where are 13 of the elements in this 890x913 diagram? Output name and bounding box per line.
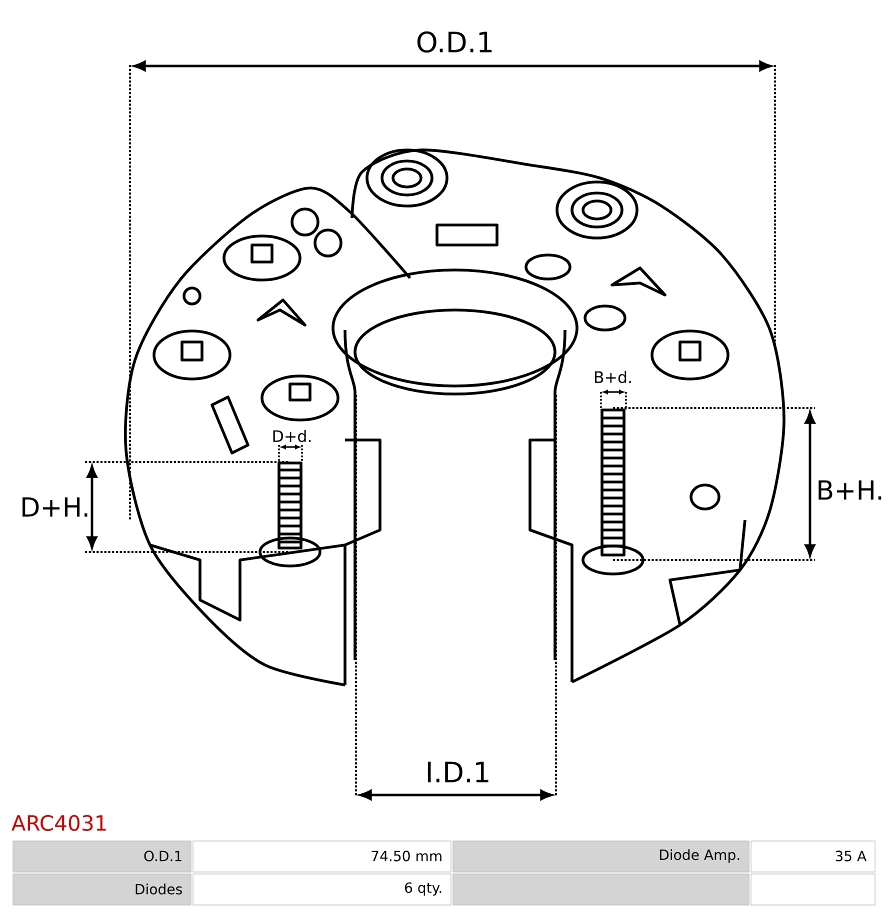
dimension-label: B+d.	[594, 370, 631, 384]
table-cell: O.D.1	[12, 840, 192, 872]
table-cell: 35 A	[750, 840, 876, 872]
dimension-label: I.D.1	[428, 762, 488, 782]
table-cell: 6 qty.	[192, 874, 452, 906]
dimension-label: B+H.	[818, 480, 882, 500]
dimension-label: D+d.	[273, 430, 311, 442]
part-number: ARC4031	[12, 815, 106, 831]
table-cell: 74.50 mm	[192, 840, 452, 872]
table-cell: Diode Amp.	[452, 840, 750, 872]
dimension-label: O.D.1	[417, 31, 492, 53]
table-cell: Diodes	[12, 874, 192, 906]
dimension-label: D+H.	[22, 497, 88, 517]
